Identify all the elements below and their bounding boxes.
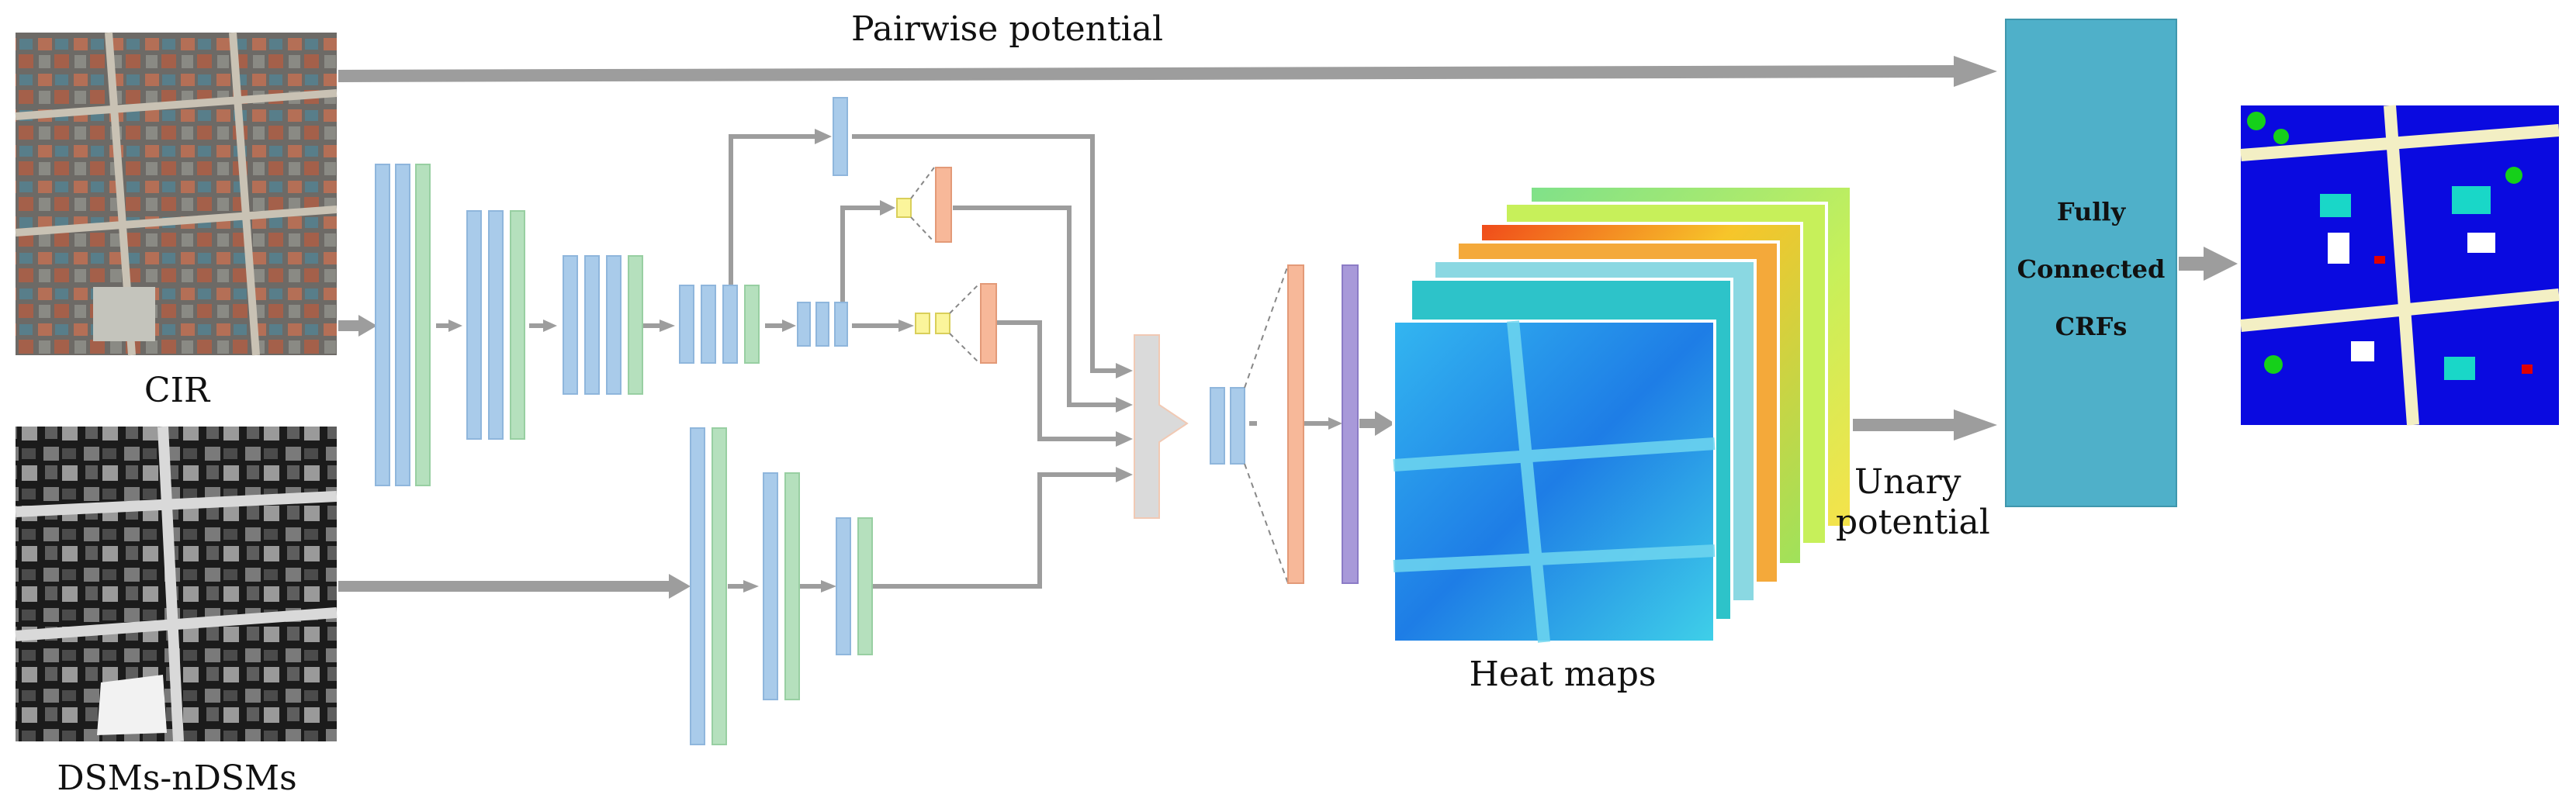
conv-layer — [1230, 387, 1245, 465]
crf-label-line2: Connected — [2017, 254, 2166, 284]
conv-layer — [722, 285, 738, 364]
conv-layer — [834, 302, 848, 347]
upsample-layer — [1287, 264, 1304, 584]
softmax-layer — [1342, 264, 1359, 584]
yellow-layer — [935, 313, 950, 334]
conv-layer — [488, 210, 504, 440]
bn-layer — [857, 517, 873, 655]
conv-layer — [606, 255, 621, 395]
conv-layer — [375, 164, 390, 486]
bn-layer — [744, 285, 760, 364]
conv-layer — [584, 255, 600, 395]
arrows — [338, 56, 2238, 599]
crf-box: Fully Connected CRFs — [2005, 19, 2177, 507]
bn-layer — [510, 210, 525, 440]
pairwise-arrowhead — [1954, 56, 1997, 87]
unary-arrowhead — [1954, 409, 1997, 441]
conv-layer — [690, 427, 705, 745]
conv-layer — [797, 302, 811, 347]
crf-label-line3: CRFs — [2055, 312, 2128, 341]
bn-layer — [712, 427, 727, 745]
decoder — [1134, 264, 1359, 584]
upsample-layer — [935, 167, 952, 243]
conv-layer — [1210, 387, 1225, 465]
conv-layer — [466, 210, 482, 440]
output-segmentation — [2240, 105, 2560, 426]
encoder-dsm — [690, 427, 873, 745]
cir-image — [15, 32, 338, 356]
unary-label-line1: Unary — [1854, 462, 1961, 502]
heat-maps-label: Heat maps — [1469, 655, 1657, 694]
cir-label: CIR — [144, 371, 210, 410]
conv-layer — [395, 164, 410, 486]
encoder-cir — [375, 97, 997, 486]
conv-layer — [679, 285, 694, 364]
dsm-label: DSMs-nDSMs — [57, 758, 297, 798]
heat-maps — [1392, 185, 1853, 644]
merge-block — [1134, 334, 1189, 519]
bn-layer — [415, 164, 431, 486]
crf-label-line1: Fully — [2056, 197, 2126, 226]
upsample-layer — [980, 283, 997, 364]
conv-layer — [836, 517, 851, 655]
conv-layer — [563, 255, 578, 395]
yellow-layer — [915, 313, 930, 334]
conv-layer — [701, 285, 716, 364]
pairwise-arrow — [338, 65, 1956, 82]
pairwise-potential-label: Pairwise potential — [850, 9, 1164, 49]
bn-layer — [784, 472, 800, 700]
dsm-image — [15, 426, 338, 742]
bn-layer — [628, 255, 643, 395]
unary-label-line2: potential — [1836, 503, 1990, 542]
conv-layer — [763, 472, 778, 700]
conv-layer — [815, 302, 829, 347]
conv-layer — [833, 97, 848, 176]
yellow-layer — [896, 198, 912, 218]
